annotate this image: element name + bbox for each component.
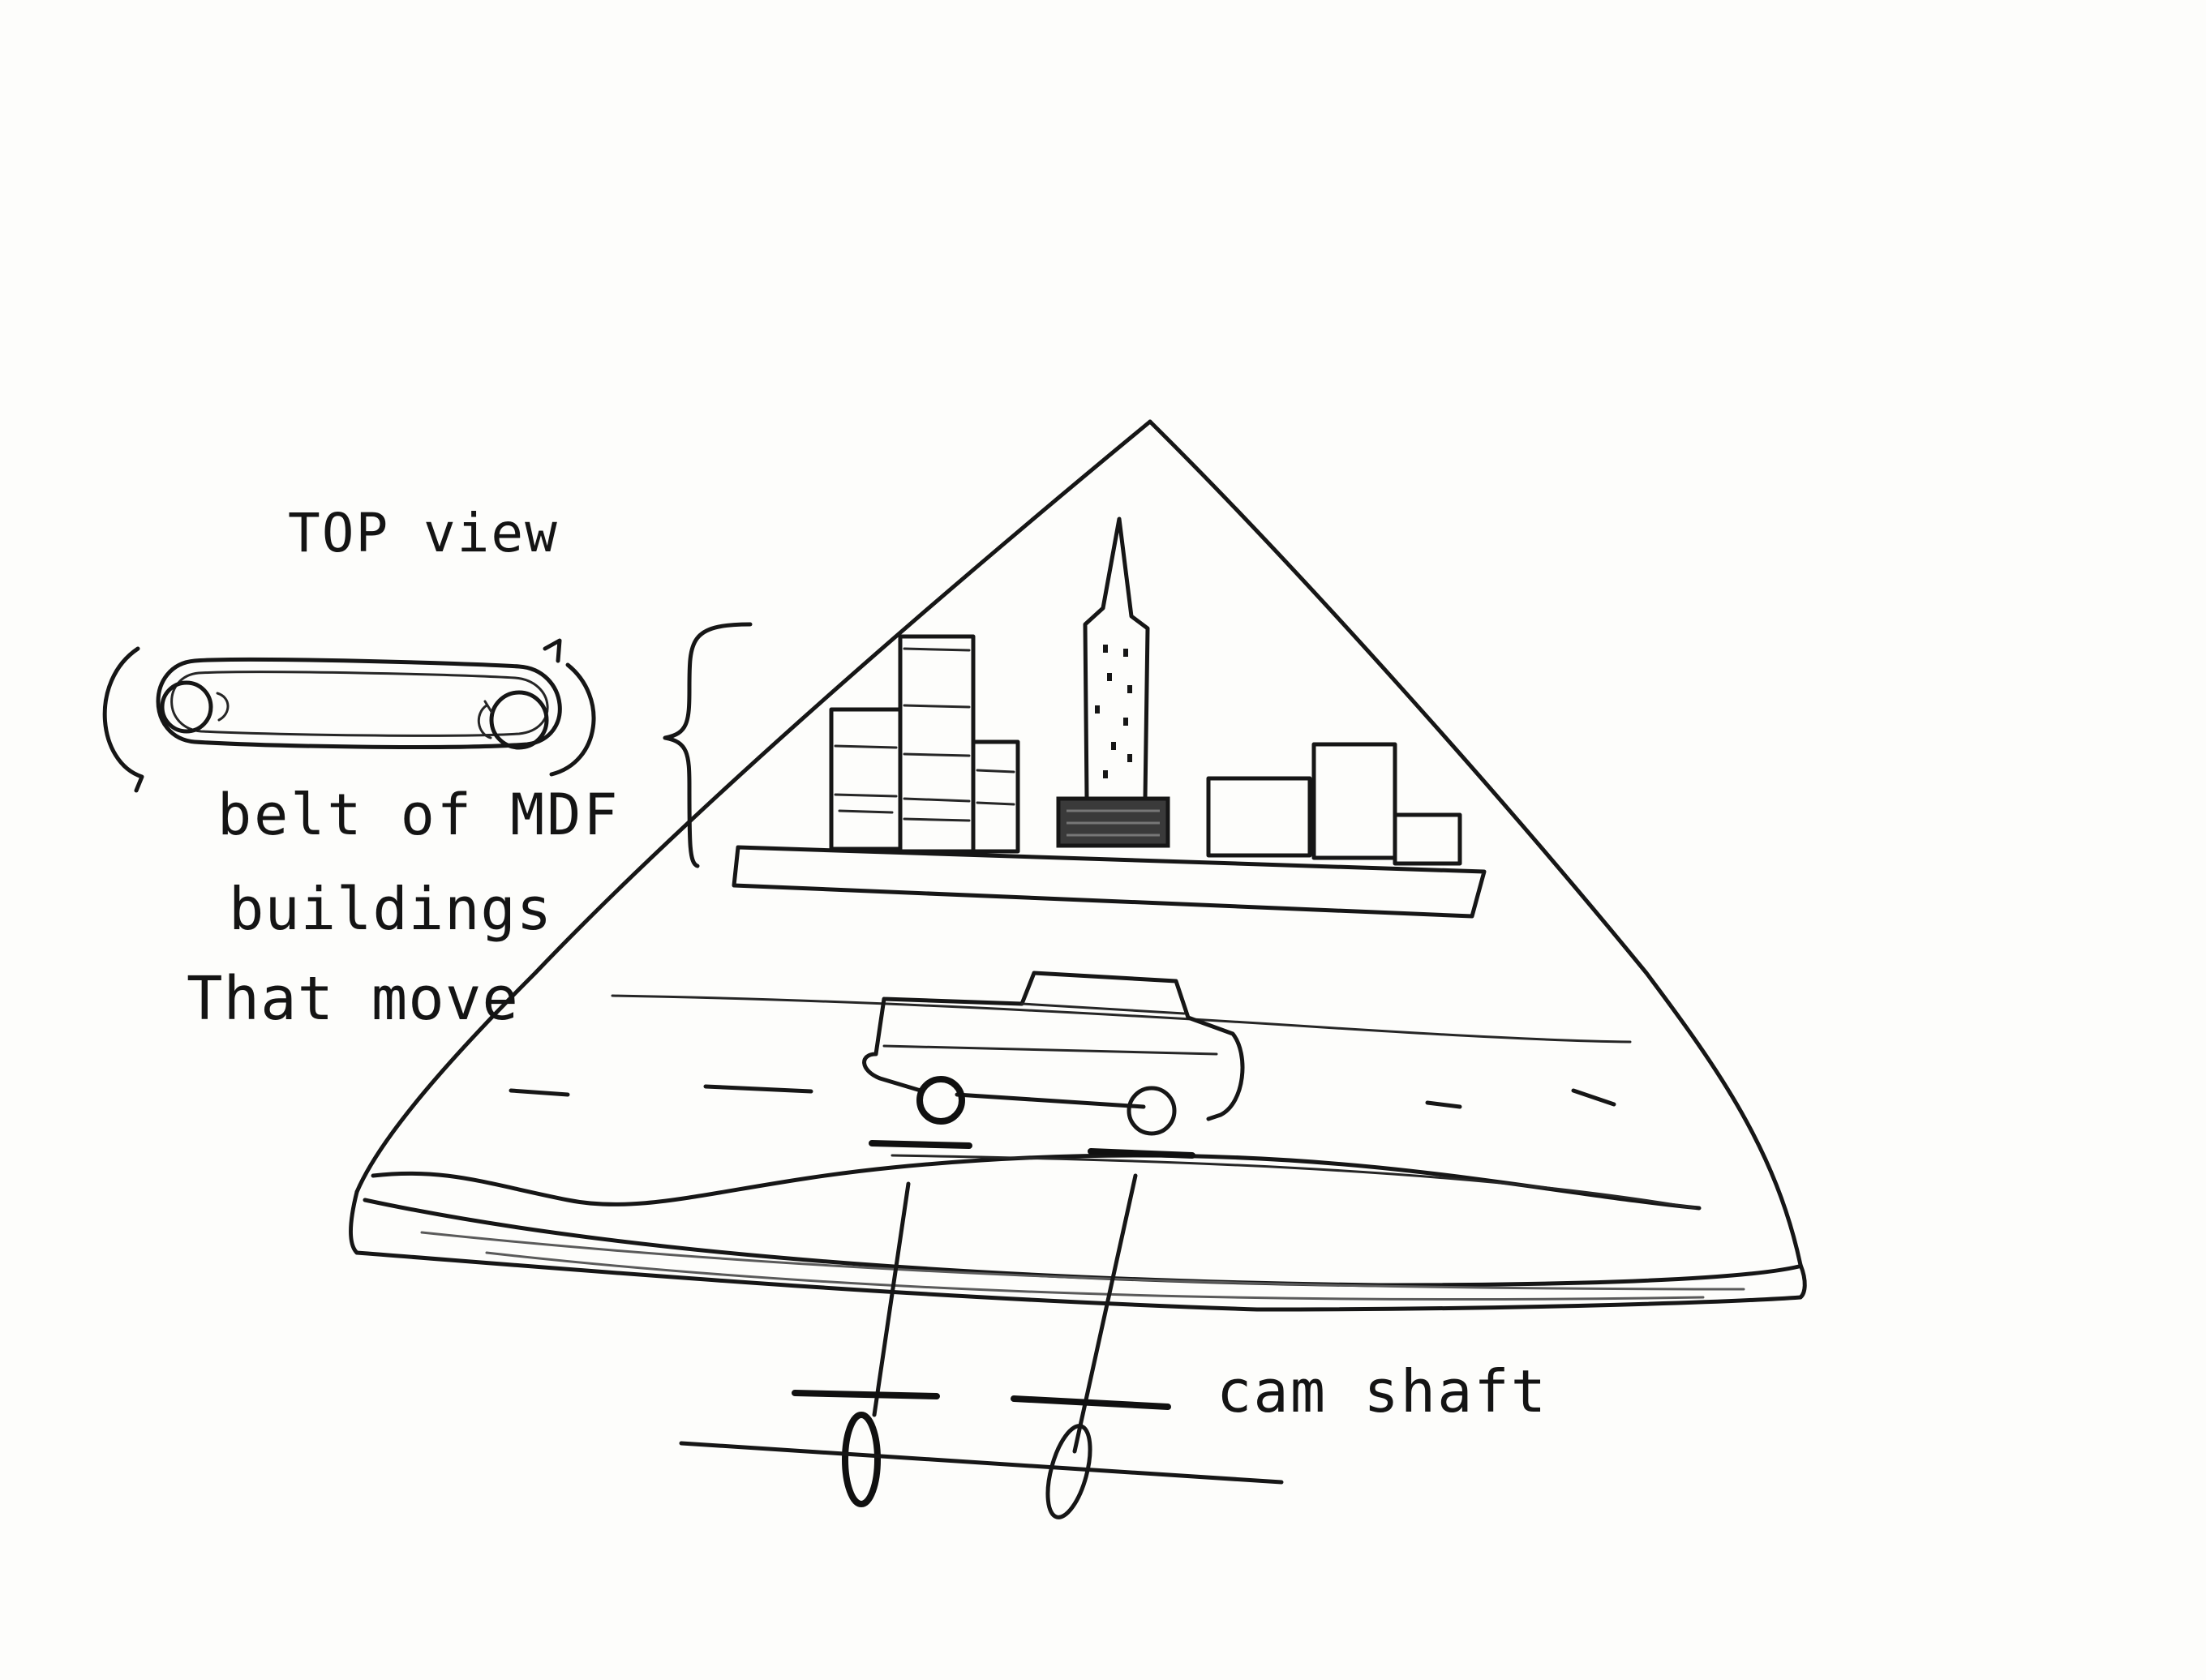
stage-base-right xyxy=(1800,1265,1805,1297)
front-cam-crossbar xyxy=(795,1393,937,1396)
building-mid-left-lines xyxy=(977,770,1014,804)
rear-wheel-mount xyxy=(1091,1151,1192,1155)
road-dash-4 xyxy=(1573,1091,1614,1104)
stage-top-rim xyxy=(365,1200,1799,1285)
car xyxy=(865,973,1242,1155)
right-pulley xyxy=(491,692,547,748)
right-rotation-arrow xyxy=(545,641,594,774)
building-mid-left xyxy=(973,742,1018,851)
label-top-view: TOP view xyxy=(288,507,559,560)
stage-base-left xyxy=(351,1192,358,1253)
rear-rod xyxy=(1075,1176,1135,1451)
triangle-stage xyxy=(351,422,1805,1309)
label-belt-description-line1: belt of MDF xyxy=(217,786,620,843)
road-dash-2 xyxy=(706,1086,811,1091)
building-right-tall xyxy=(1314,744,1395,858)
front-rod xyxy=(874,1184,908,1415)
label-belt-description-line2: buildings xyxy=(229,880,552,938)
shaft-line xyxy=(681,1443,1281,1482)
road-dash-3 xyxy=(1427,1103,1460,1107)
front-wheel-mount xyxy=(872,1143,969,1146)
label-cam-shaft: cam shaft xyxy=(1217,1362,1547,1421)
label-belt-description-line3: That move xyxy=(187,969,519,1029)
spire-windows xyxy=(1095,645,1132,778)
building-right-low xyxy=(1208,778,1310,855)
rear-cam-crossbar xyxy=(1014,1399,1168,1407)
left-pulley xyxy=(162,683,211,731)
front-cam xyxy=(845,1415,878,1504)
top-view-belt xyxy=(105,641,594,791)
left-rotation-arrow xyxy=(105,649,142,791)
building-left-lines xyxy=(835,746,896,812)
car-front-wheel xyxy=(920,1079,962,1121)
triangle-right-edge xyxy=(1150,422,1800,1265)
cam-shaft-mechanism xyxy=(681,1176,1281,1522)
car-rear-wheel xyxy=(1129,1088,1174,1134)
city-buildings xyxy=(831,519,1460,864)
road-line-lower xyxy=(892,1155,1695,1208)
road-dash-1 xyxy=(511,1091,568,1095)
car-side-line xyxy=(884,1046,1217,1054)
building-left xyxy=(831,709,900,849)
left-pulley-arrow xyxy=(217,693,228,720)
road-line-upper xyxy=(612,996,1630,1042)
building-tall-left-lines xyxy=(904,649,969,821)
spire-tower xyxy=(1085,519,1148,799)
building-right-end xyxy=(1395,815,1460,864)
